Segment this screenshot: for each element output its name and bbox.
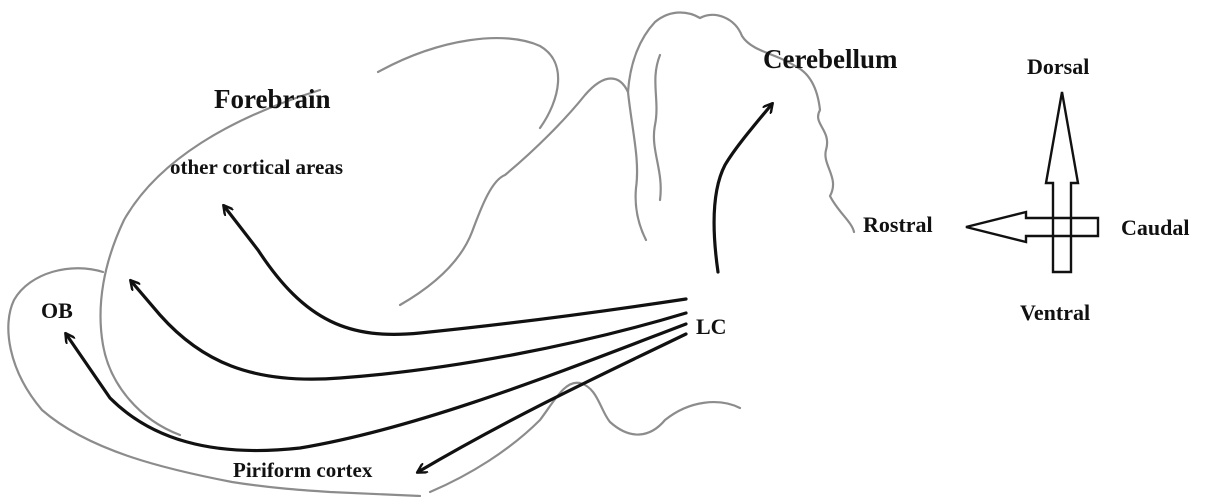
midbrain-outline	[400, 79, 628, 306]
brain-outline	[8, 13, 854, 497]
ventral-label: Ventral	[1020, 302, 1090, 324]
other-cortical-areas-label: other cortical areas	[170, 157, 343, 178]
cortex-arc	[378, 38, 558, 128]
piriform-cortex-label: Piriform cortex	[233, 460, 372, 481]
rostral-arrow-icon	[966, 212, 1098, 242]
orientation-compass	[966, 92, 1098, 272]
projection-forebrain	[131, 281, 686, 379]
lc-label: LC	[696, 316, 727, 338]
caudal-label: Caudal	[1121, 217, 1189, 239]
cerebellum-fissures	[628, 55, 661, 240]
dorsal-arrow-icon	[1046, 92, 1078, 272]
projection-other-cortical	[224, 206, 686, 334]
forebrain-inner-curve	[101, 90, 320, 435]
projection-cerebellum	[714, 104, 772, 272]
rostral-label: Rostral	[863, 214, 933, 236]
ob-label: OB	[41, 300, 73, 322]
dorsal-label: Dorsal	[1027, 56, 1089, 78]
projection-ob	[66, 324, 686, 451]
cerebellum-label: Cerebellum	[763, 46, 897, 73]
forebrain-label: Forebrain	[214, 86, 331, 113]
